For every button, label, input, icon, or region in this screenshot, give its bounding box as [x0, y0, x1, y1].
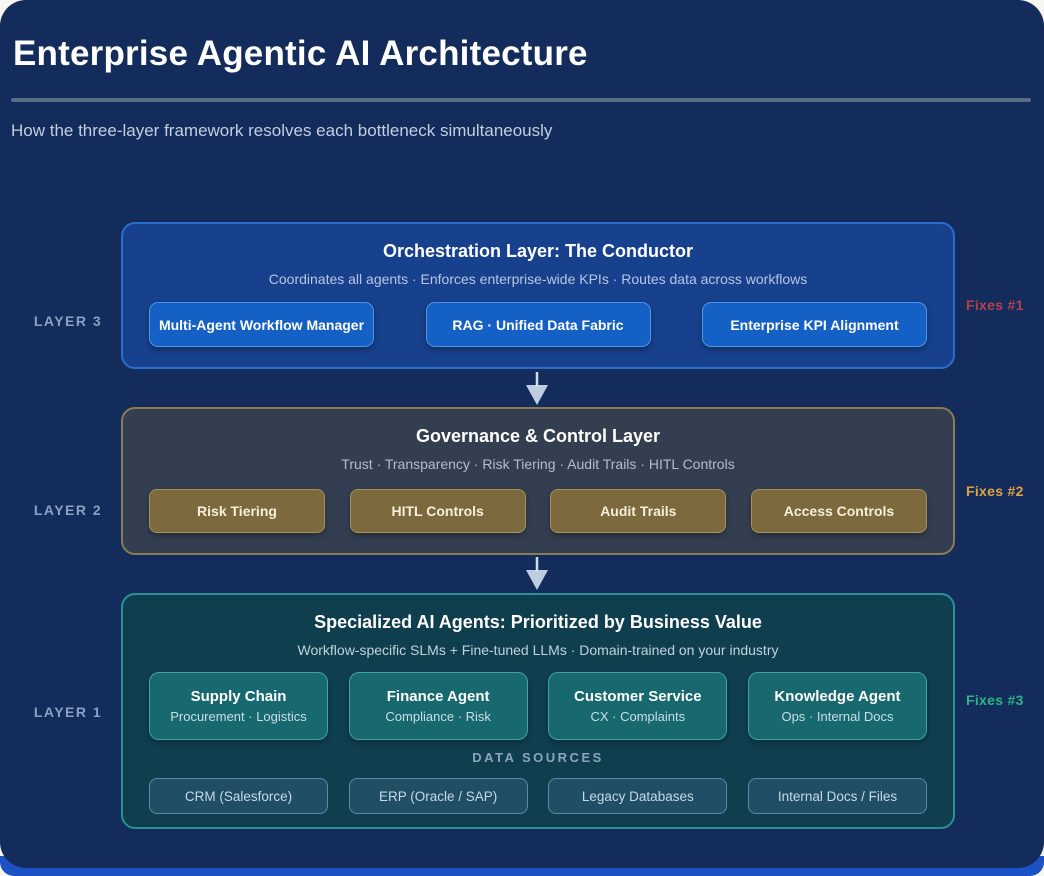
data-sources-heading: DATA SOURCES [472, 750, 604, 765]
layer2-side-label: LAYER 2 [33, 502, 103, 518]
agent-name: Customer Service [574, 688, 702, 705]
layer3-side-label: LAYER 3 [33, 313, 103, 329]
orchestration-chip-row: Multi-Agent Workflow Manager RAG · Unifi… [149, 302, 927, 347]
governance-layer-box: Governance & Control Layer Trust · Trans… [121, 407, 955, 555]
orchestration-layer-title: Orchestration Layer: The Conductor [382, 241, 694, 261]
agent-detail: Compliance · Risk [385, 709, 491, 724]
agent-name: Supply Chain [190, 688, 287, 705]
fixes-2-label: Fixes #2 [966, 483, 1024, 499]
chip-multi-agent-workflow-manager: Multi-Agent Workflow Manager [149, 302, 374, 347]
data-source-erp: ERP (Oracle / SAP) [348, 778, 528, 814]
chip-audit-trails: Audit Trails [550, 489, 727, 533]
chip-risk-tiering: Risk Tiering [149, 489, 325, 533]
chip-enterprise-kpi-alignment: Enterprise KPI Alignment [702, 302, 927, 347]
agent-name: Knowledge Agent [774, 688, 901, 705]
page-title: Enterprise Agentic AI Architecture [13, 34, 588, 73]
agents-layer-subtitle: Workflow-specific SLMs + Fine-tuned LLMs… [297, 642, 779, 658]
chip-rag-unified-data-fabric: RAG · Unified Data Fabric [425, 302, 651, 347]
agent-card-customer-service: Customer Service CX · Complaints [548, 672, 728, 740]
chip-access-controls: Access Controls [750, 489, 927, 533]
agent-detail: Procurement · Logistics [170, 709, 307, 724]
data-source-crm: CRM (Salesforce) [149, 778, 328, 814]
orchestration-layer-subtitle: Coordinates all agents · Enforces enterp… [268, 271, 808, 287]
agent-card-knowledge: Knowledge Agent Ops · Internal Docs [747, 672, 927, 740]
layer1-side-label: LAYER 1 [33, 704, 103, 720]
data-source-legacy-databases: Legacy Databases [548, 778, 728, 814]
page-subtitle: How the three-layer framework resolves e… [11, 121, 553, 140]
agents-layer-box: Specialized AI Agents: Prioritized by Bu… [121, 593, 955, 829]
data-sources-row: CRM (Salesforce) ERP (Oracle / SAP) Lega… [149, 778, 927, 814]
governance-layer-title: Governance & Control Layer [415, 426, 661, 446]
governance-layer-subtitle: Trust · Transparency · Risk Tiering · Au… [341, 456, 735, 472]
orchestration-layer-box: Orchestration Layer: The Conductor Coord… [121, 222, 955, 369]
agent-detail: Ops · Internal Docs [781, 709, 894, 724]
down-arrow-icon [526, 372, 548, 405]
agent-card-supply-chain: Supply Chain Procurement · Logistics [149, 672, 328, 740]
fixes-1-label: Fixes #1 [966, 297, 1024, 313]
down-arrow-icon [526, 557, 548, 590]
agent-card-row: Supply Chain Procurement · Logistics Fin… [149, 672, 927, 740]
agent-card-finance: Finance Agent Compliance · Risk [348, 672, 528, 740]
fixes-3-label: Fixes #3 [966, 692, 1024, 708]
agents-layer-title: Specialized AI Agents: Prioritized by Bu… [314, 612, 762, 632]
agent-name: Finance Agent [386, 688, 490, 705]
governance-chip-row: Risk Tiering HITL Controls Audit Trails … [149, 489, 927, 533]
title-divider [11, 98, 1031, 102]
agent-detail: CX · Complaints [590, 709, 686, 724]
chip-hitl-controls: HITL Controls [349, 489, 526, 533]
data-source-internal-docs: Internal Docs / Files [747, 778, 927, 814]
